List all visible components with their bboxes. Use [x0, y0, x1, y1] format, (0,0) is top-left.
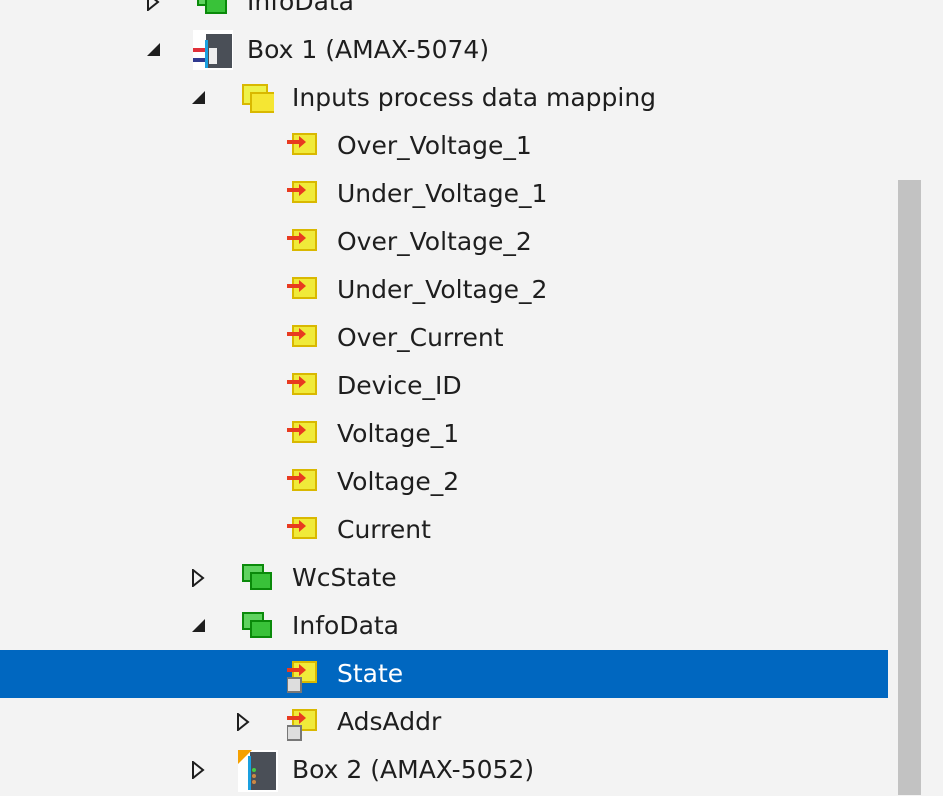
tree-item-label: Under_Voltage_1 [337, 179, 548, 208]
input-variable-icon [287, 228, 317, 256]
tree-item[interactable]: State [0, 650, 888, 698]
tree-item-label: Over_Voltage_1 [337, 131, 532, 160]
tree-item[interactable]: Voltage_1 [0, 410, 888, 458]
tree-item[interactable]: InfoData [0, 602, 888, 650]
tree-item[interactable]: Current [0, 506, 888, 554]
input-variable-icon [287, 420, 317, 448]
tree-item[interactable]: Device_ID [0, 362, 888, 410]
vertical-scrollbar-thumb[interactable] [898, 180, 921, 795]
tree-item-label: Over_Voltage_2 [337, 227, 532, 256]
tree-item-label: Current [337, 515, 431, 544]
tree-item-label: Inputs process data mapping [292, 83, 657, 112]
input-variable-icon [287, 468, 317, 496]
tree-item-label: InfoData [292, 611, 400, 640]
input-variable-icon [287, 180, 317, 208]
expanded-arrow-icon[interactable] [190, 89, 208, 107]
tree-item[interactable]: WcState [0, 554, 888, 602]
tree-item-label: Box 2 (AMAX-5052) [292, 755, 535, 784]
tree-item-label: Voltage_2 [337, 467, 460, 496]
tree-item[interactable]: Box 1 (AMAX-5074) [0, 26, 888, 74]
tree-item[interactable]: Box 2 (AMAX-5052) [0, 746, 888, 794]
expanded-arrow-icon[interactable] [190, 617, 208, 635]
collapsed-arrow-icon[interactable] [145, 0, 163, 13]
tree-item[interactable]: InfoData [0, 0, 888, 26]
tree-item[interactable]: Over_Voltage_2 [0, 218, 888, 266]
tree-item-label: Device_ID [337, 371, 462, 400]
tree-item[interactable]: Over_Voltage_1 [0, 122, 888, 170]
collapsed-arrow-icon[interactable] [235, 711, 253, 733]
linked-input-variable-icon [286, 660, 317, 693]
tree-item-label: Box 1 (AMAX-5074) [247, 35, 490, 64]
linked-input-variable-icon [286, 708, 317, 741]
yellow-group-icon [242, 84, 276, 113]
green-group-icon [242, 564, 272, 592]
tree-item[interactable]: Inputs process data mapping [0, 74, 888, 122]
green-group-icon [242, 612, 272, 640]
tree-item-label: State [337, 659, 404, 688]
box-device-icon [193, 30, 233, 70]
box2-device-icon [238, 750, 278, 792]
collapsed-arrow-icon[interactable] [190, 759, 208, 781]
tree-item-label: Over_Current [337, 323, 504, 352]
tree-item[interactable]: Over_Current [0, 314, 888, 362]
input-variable-icon [287, 516, 317, 544]
green-group-icon [197, 0, 227, 16]
input-variable-icon [287, 276, 317, 304]
input-variable-icon [287, 132, 317, 160]
tree-item-label: Under_Voltage_2 [337, 275, 548, 304]
tree-item-label: AdsAddr [337, 707, 442, 736]
tree-item-label: InfoData [247, 0, 355, 16]
input-variable-icon [287, 372, 317, 400]
input-variable-icon [287, 324, 317, 352]
tree-item-label: WcState [292, 563, 397, 592]
tree-item[interactable]: Under_Voltage_2 [0, 266, 888, 314]
tree-item[interactable]: Voltage_2 [0, 458, 888, 506]
tree-item[interactable]: AdsAddr [0, 698, 888, 746]
expanded-arrow-icon[interactable] [145, 41, 163, 59]
tree-item-label: Voltage_1 [337, 419, 460, 448]
tree-item[interactable]: Under_Voltage_1 [0, 170, 888, 218]
collapsed-arrow-icon[interactable] [190, 567, 208, 589]
